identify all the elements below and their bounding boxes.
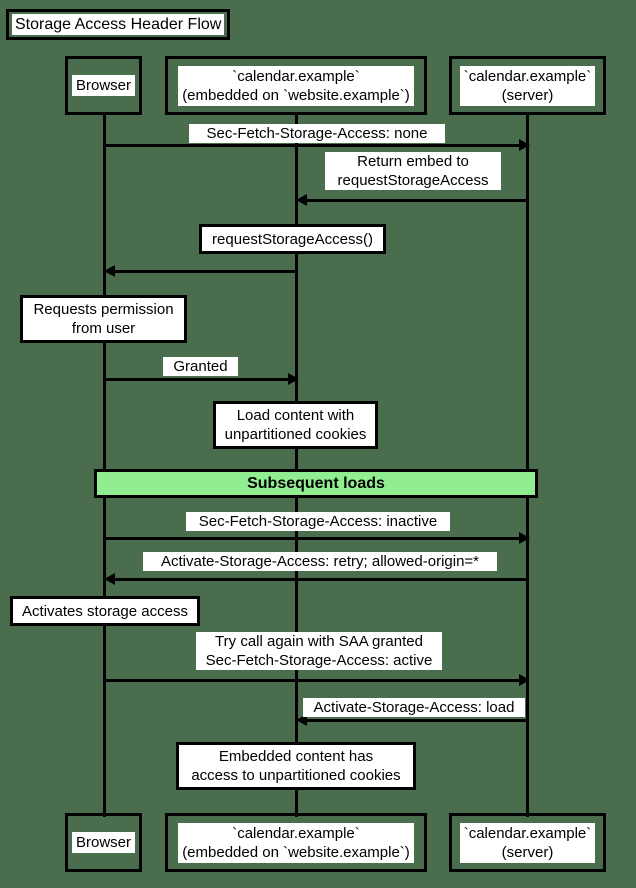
lifeline-server <box>526 115 529 817</box>
note-load-content-label: Load content with unpartitioned cookies <box>224 407 367 443</box>
note-request-storage-access-label: requestStorageAccess() <box>212 230 373 248</box>
note-requests-permission-label: Requests permission from user <box>33 301 174 337</box>
arrowhead-m3 <box>104 265 115 277</box>
participant-embed-bottom-label: `calendar.example` (embedded on `website… <box>178 822 414 863</box>
arrowhead-m7 <box>519 674 530 686</box>
participant-embed-bottom[interactable]: `calendar.example` (embedded on `website… <box>165 813 427 872</box>
note-embedded-content-access-label: Embedded content has access to unpartiti… <box>191 748 401 784</box>
lifeline-embed <box>295 115 298 817</box>
message-label-m8: Activate-Storage-Access: load <box>303 698 525 717</box>
arrowhead-m2 <box>296 194 307 206</box>
note-request-storage-access: requestStorageAccess() <box>199 224 386 254</box>
participant-browser-bottom[interactable]: Browser <box>65 813 142 872</box>
participant-browser-bottom-label: Browser <box>71 832 135 853</box>
message-label-m1: Sec-Fetch-Storage-Access: none <box>189 124 445 143</box>
participant-server-bottom[interactable]: `calendar.example` (server) <box>449 813 606 872</box>
message-line-m7 <box>104 679 523 682</box>
message-label-m5: Sec-Fetch-Storage-Access: inactive <box>186 512 450 531</box>
message-label-m2: Return embed to requestStorageAccess <box>325 152 501 190</box>
participant-browser-top-label: Browser <box>71 75 135 96</box>
note-requests-permission: Requests permission from user <box>20 295 187 343</box>
participant-embed-top-label: `calendar.example` (embedded on `website… <box>178 65 414 106</box>
participant-server-bottom-label: `calendar.example` (server) <box>459 822 596 863</box>
message-label-m6: Activate-Storage-Access: retry; allowed-… <box>143 552 497 571</box>
participant-browser-top[interactable]: Browser <box>65 56 142 115</box>
arrowhead-m6 <box>104 573 115 585</box>
message-line-m6 <box>107 578 527 581</box>
participant-server-top[interactable]: `calendar.example` (server) <box>449 56 606 115</box>
divider-subsequent-loads: Subsequent loads <box>94 469 538 498</box>
message-line-m1 <box>104 144 523 147</box>
note-activates-storage-access-label: Activates storage access <box>22 602 188 620</box>
message-line-m3 <box>107 270 296 273</box>
note-embedded-content-access: Embedded content has access to unpartiti… <box>176 742 416 790</box>
diagram-title-box: Storage Access Header Flow <box>6 9 231 40</box>
participant-server-top-label: `calendar.example` (server) <box>459 65 596 106</box>
participant-embed-top[interactable]: `calendar.example` (embedded on `website… <box>165 56 427 115</box>
message-line-m8 <box>299 719 527 722</box>
message-line-m5 <box>104 537 523 540</box>
message-label-m4: Granted <box>163 357 238 376</box>
diagram-title: Storage Access Header Flow <box>12 14 225 35</box>
divider-subsequent-loads-label: Subsequent loads <box>247 475 385 492</box>
message-line-m4 <box>104 378 288 381</box>
lifeline-browser <box>103 115 106 817</box>
message-label-m7: Try call again with SAA granted Sec-Fetc… <box>196 632 442 670</box>
arrowhead-m8 <box>296 714 307 726</box>
note-activates-storage-access: Activates storage access <box>10 596 200 626</box>
arrowhead-m4 <box>288 373 299 385</box>
note-load-content: Load content with unpartitioned cookies <box>213 401 378 449</box>
arrowhead-m1 <box>519 139 530 151</box>
message-line-m2 <box>299 199 527 202</box>
arrowhead-m5 <box>519 532 530 544</box>
